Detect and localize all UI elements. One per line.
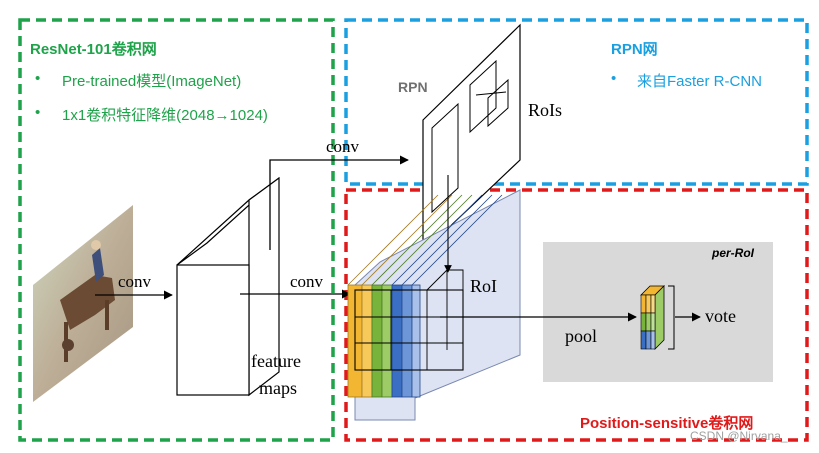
label-vote: vote — [705, 306, 736, 326]
score-maps-stack — [347, 189, 521, 421]
label-feature: feature — [251, 351, 301, 371]
arrow-conv-rpn — [269, 155, 409, 250]
bullet-dot-3: • — [611, 70, 617, 87]
label-rois: RoIs — [528, 100, 562, 120]
label-conv-top: conv — [326, 137, 360, 156]
label-per-roi: per-RoI — [711, 246, 755, 260]
label-roi: RoI — [470, 276, 497, 296]
rpn-bullet-1: 来自Faster R-CNN — [637, 73, 763, 90]
feature-maps-block — [176, 176, 280, 397]
label-rpn: RPN — [398, 79, 428, 95]
input-image — [33, 205, 133, 402]
label-pool: pool — [565, 326, 597, 346]
resnet-bullet-2: 1x1卷积特征降维(2048→1024) — [62, 107, 268, 124]
rpn-sheet — [422, 23, 521, 254]
resnet-title: ResNet-101卷积网 — [30, 41, 157, 58]
psroi-title: Position-sensitive卷积网 — [580, 415, 754, 432]
bullet-dot-2: • — [35, 104, 41, 121]
resnet-region — [18, 18, 335, 442]
rpn-title: RPN网 — [611, 41, 658, 58]
watermark: CSDN @Nirvana_ — [690, 429, 788, 443]
psroi-region — [344, 188, 809, 442]
pooled-map — [640, 285, 665, 350]
label-conv-mid: conv — [290, 272, 324, 291]
label-conv-input: conv — [118, 272, 152, 291]
resnet-bullet-1: Pre-trained模型(ImageNet) — [62, 73, 242, 90]
rpn-region — [344, 18, 809, 186]
vote-bracket — [668, 285, 675, 350]
label-maps: maps — [259, 378, 297, 398]
bullet-dot-1: • — [35, 70, 41, 87]
